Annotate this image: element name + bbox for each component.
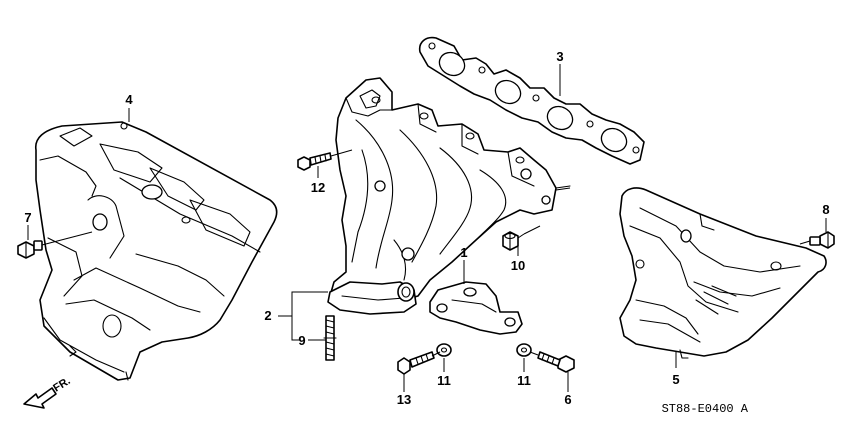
leader-10 bbox=[517, 233, 525, 256]
upper-heat-shield bbox=[35, 121, 278, 381]
callout-1: 1 bbox=[460, 245, 467, 260]
bolt-8 bbox=[809, 231, 835, 249]
front-direction-indicator: FR. bbox=[23, 375, 73, 409]
leader-6-bracket bbox=[529, 351, 539, 356]
nut-10 bbox=[502, 231, 519, 251]
leader-gasket-tab bbox=[555, 187, 571, 191]
bolt-7 bbox=[17, 240, 43, 259]
bolt-12 bbox=[297, 152, 332, 171]
leader-8-bolt bbox=[799, 240, 811, 245]
washer-11-left bbox=[436, 343, 452, 357]
leader-2b bbox=[291, 316, 300, 341]
callout-8: 8 bbox=[822, 202, 829, 217]
leader-13-bracket bbox=[431, 351, 441, 357]
callout-3: 3 bbox=[556, 49, 563, 64]
callout-10: 10 bbox=[511, 258, 525, 273]
callout-labels: 4 7 3 12 10 1 2 9 11 11 13 6 5 8 bbox=[24, 49, 829, 407]
leader-12-bolt bbox=[330, 149, 353, 157]
diagram-code: ST88-E0400 A bbox=[662, 402, 749, 416]
washer-11-right bbox=[516, 343, 532, 357]
callout-7: 7 bbox=[24, 210, 31, 225]
callout-2: 2 bbox=[264, 308, 271, 323]
callout-11-right: 11 bbox=[517, 373, 531, 388]
lower-heat-shield bbox=[619, 187, 827, 359]
callout-6: 6 bbox=[564, 392, 571, 407]
callout-9: 9 bbox=[298, 333, 305, 348]
bolt-13 bbox=[397, 351, 435, 375]
leader-7-bolt bbox=[41, 231, 93, 246]
leader-2 bbox=[278, 291, 328, 317]
callout-11-left: 11 bbox=[437, 373, 451, 388]
leader-lines bbox=[27, 64, 827, 392]
callout-13: 13 bbox=[397, 392, 411, 407]
exhaust-manifold bbox=[327, 77, 571, 315]
manifold-bracket bbox=[429, 281, 523, 335]
callout-4: 4 bbox=[125, 92, 133, 107]
exhaust-manifold-gasket bbox=[418, 36, 645, 165]
callout-5: 5 bbox=[672, 372, 679, 387]
leader-10-stud bbox=[523, 225, 541, 235]
front-direction-arrow-icon bbox=[23, 387, 57, 409]
stud-9 bbox=[323, 315, 337, 361]
callout-12: 12 bbox=[311, 180, 325, 195]
bolt-6 bbox=[537, 351, 575, 373]
